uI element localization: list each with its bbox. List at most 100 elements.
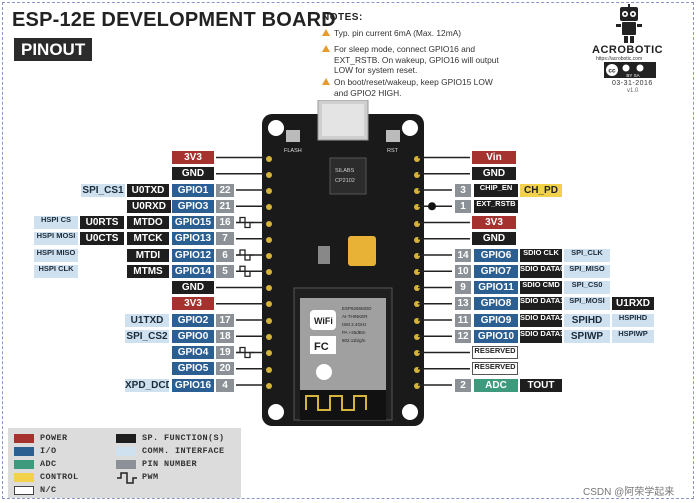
legend-swatch — [116, 460, 136, 469]
left-comm-label: HSPI CLK — [34, 264, 78, 278]
legend-label: N/C — [40, 485, 57, 495]
pwm-icon — [236, 346, 254, 359]
svg-text:ESP8266MOD: ESP8266MOD — [342, 306, 372, 311]
left-special-label: U0TXD — [127, 183, 169, 197]
right-pin-number: 11 — [455, 313, 471, 327]
svg-text:WiFi: WiFi — [314, 316, 333, 326]
left-function-label: MTCK — [127, 232, 169, 246]
cc-license-icon: cc BY SA — [604, 62, 656, 78]
right-comm-label: SPIHD — [564, 313, 610, 327]
right-reserved-label: RESERVED — [472, 362, 518, 376]
left-comm-label: HSPI CS — [34, 216, 78, 229]
right-comm-label: SPI_MOSI — [564, 297, 610, 311]
right-gnd-label: GND — [472, 167, 516, 181]
legend-label: I/O — [40, 446, 57, 456]
left-pin-number: 21 — [216, 199, 234, 213]
junction-dot — [428, 202, 436, 211]
right-pin-number: 9 — [455, 281, 471, 294]
left-special-label: U0RXD — [127, 199, 171, 213]
right-pin-number: 14 — [455, 248, 471, 262]
legend-label: PIN NUMBER — [142, 459, 198, 469]
left-pin-number: 22 — [216, 183, 234, 197]
svg-text:AI-THINKER: AI-THINKER — [342, 314, 368, 319]
warning-icon — [322, 45, 330, 52]
warning-icon — [322, 29, 330, 36]
pwm-icon — [236, 265, 254, 277]
revision-date: 03-31-2016 — [612, 80, 653, 87]
brand-name: ACROBOTIC — [592, 44, 664, 56]
right-gpio-label: GPIO7 — [474, 264, 518, 278]
left-pin-number: 16 — [216, 216, 234, 229]
left-pin-number: 6 — [216, 248, 234, 262]
legend-swatch — [116, 447, 136, 456]
page-title: ESP-12E DEVELOPMENT BOARD — [12, 9, 336, 31]
right-gnd-label: GND — [472, 232, 516, 246]
svg-text:SILABS: SILABS — [335, 168, 355, 174]
svg-text:cc: cc — [608, 68, 616, 75]
right-comm-label: HSPIHD — [612, 313, 654, 327]
legend-swatch — [116, 434, 136, 443]
svg-text:802.11b/g/n: 802.11b/g/n — [342, 338, 366, 343]
left-pin-number: 18 — [216, 329, 234, 343]
left-gpio-label: GPIO0 — [172, 329, 214, 343]
legend-label: SP. FUNCTION(S) — [142, 433, 225, 443]
brand-url: https://acrobotic.com — [596, 56, 643, 62]
board-graphic: FLASH RST SILABS CP2102 WiFi FC ESP8266M… — [262, 100, 424, 426]
svg-text:FC: FC — [314, 341, 329, 353]
right-comm-label: SPIWP — [564, 329, 610, 343]
right-reserved-label: RESERVED — [472, 346, 518, 359]
right-pin-number: 3 — [455, 183, 471, 197]
left-gpio-label: GPIO15 — [172, 216, 214, 229]
right-comm-label: HSPIWP — [612, 329, 654, 343]
right-comm-label: SPI_MISO — [564, 264, 610, 278]
right-pin-number: 13 — [455, 297, 471, 311]
pwm-icon — [236, 216, 254, 229]
left-gnd-label: GND — [172, 281, 214, 294]
left-gpio-label: GPIO1 — [172, 183, 214, 197]
right-pin-number: 1 — [455, 199, 471, 213]
right-function-label: CHIP_EN — [474, 183, 518, 197]
left-gpio-label: GPIO5 — [172, 362, 214, 376]
legend-swatch — [14, 473, 34, 482]
svg-text:CP2102: CP2102 — [335, 178, 355, 184]
subtitle-badge: PINOUT — [14, 38, 93, 61]
note-3: On boot/reset/wakeup, keep GPIO15 LOW an… — [322, 77, 493, 98]
left-gpio-label: GPIO2 — [172, 313, 214, 327]
left-gpio-label: GPIO3 — [172, 199, 214, 213]
right-sdio-label: SDIO DATA0 — [520, 264, 562, 278]
right-control-label: CH_PD — [520, 183, 562, 197]
note-1: Typ. pin current 6mA (Max. 12mA) — [322, 28, 461, 39]
warning-icon — [322, 78, 330, 85]
left-comm-label: HSPI MOSI — [34, 232, 78, 246]
left-pin-number: 4 — [216, 378, 234, 392]
svg-text:BY SA: BY SA — [626, 73, 639, 78]
left-comm-label: SPI_CS2 — [125, 329, 169, 343]
left-function-label: MTMS — [127, 264, 169, 278]
legend-swatch — [14, 460, 34, 469]
right-pin-number: 2 — [455, 378, 471, 392]
right-gpio-label: GPIO10 — [474, 329, 518, 343]
svg-text:FLASH: FLASH — [284, 148, 302, 154]
left-gpio-label: GPIO4 — [172, 346, 214, 359]
right-sdio-label: SDIO DATA3 — [520, 329, 562, 343]
legend-swatch — [14, 486, 34, 495]
right-function-label: EXT_RSTB — [474, 199, 518, 213]
right-sdio-label: SDIO DATA2 — [520, 313, 562, 327]
left-pin-number: 19 — [216, 346, 234, 359]
right-gpio-label: GPIO8 — [474, 297, 518, 311]
left-pin-number: 7 — [216, 232, 234, 246]
left-pin-number: 5 — [216, 264, 234, 278]
right-comm-label: SPI_CLK — [564, 248, 610, 262]
right-special-label: U1RXD — [612, 297, 654, 311]
right-gpio-label: GPIO11 — [474, 281, 518, 294]
right-sdio-label: SDIO CLK — [520, 248, 562, 262]
left-gpio-label: GPIO12 — [172, 248, 214, 262]
legend-label: PWM — [142, 472, 159, 482]
left-gpio-label: GPIO16 — [172, 378, 214, 392]
svg-text:PA +25dBm: PA +25dBm — [342, 330, 366, 335]
legend-label: COMM. INTERFACE — [142, 446, 225, 456]
left-power-label: 3V3 — [172, 151, 214, 164]
